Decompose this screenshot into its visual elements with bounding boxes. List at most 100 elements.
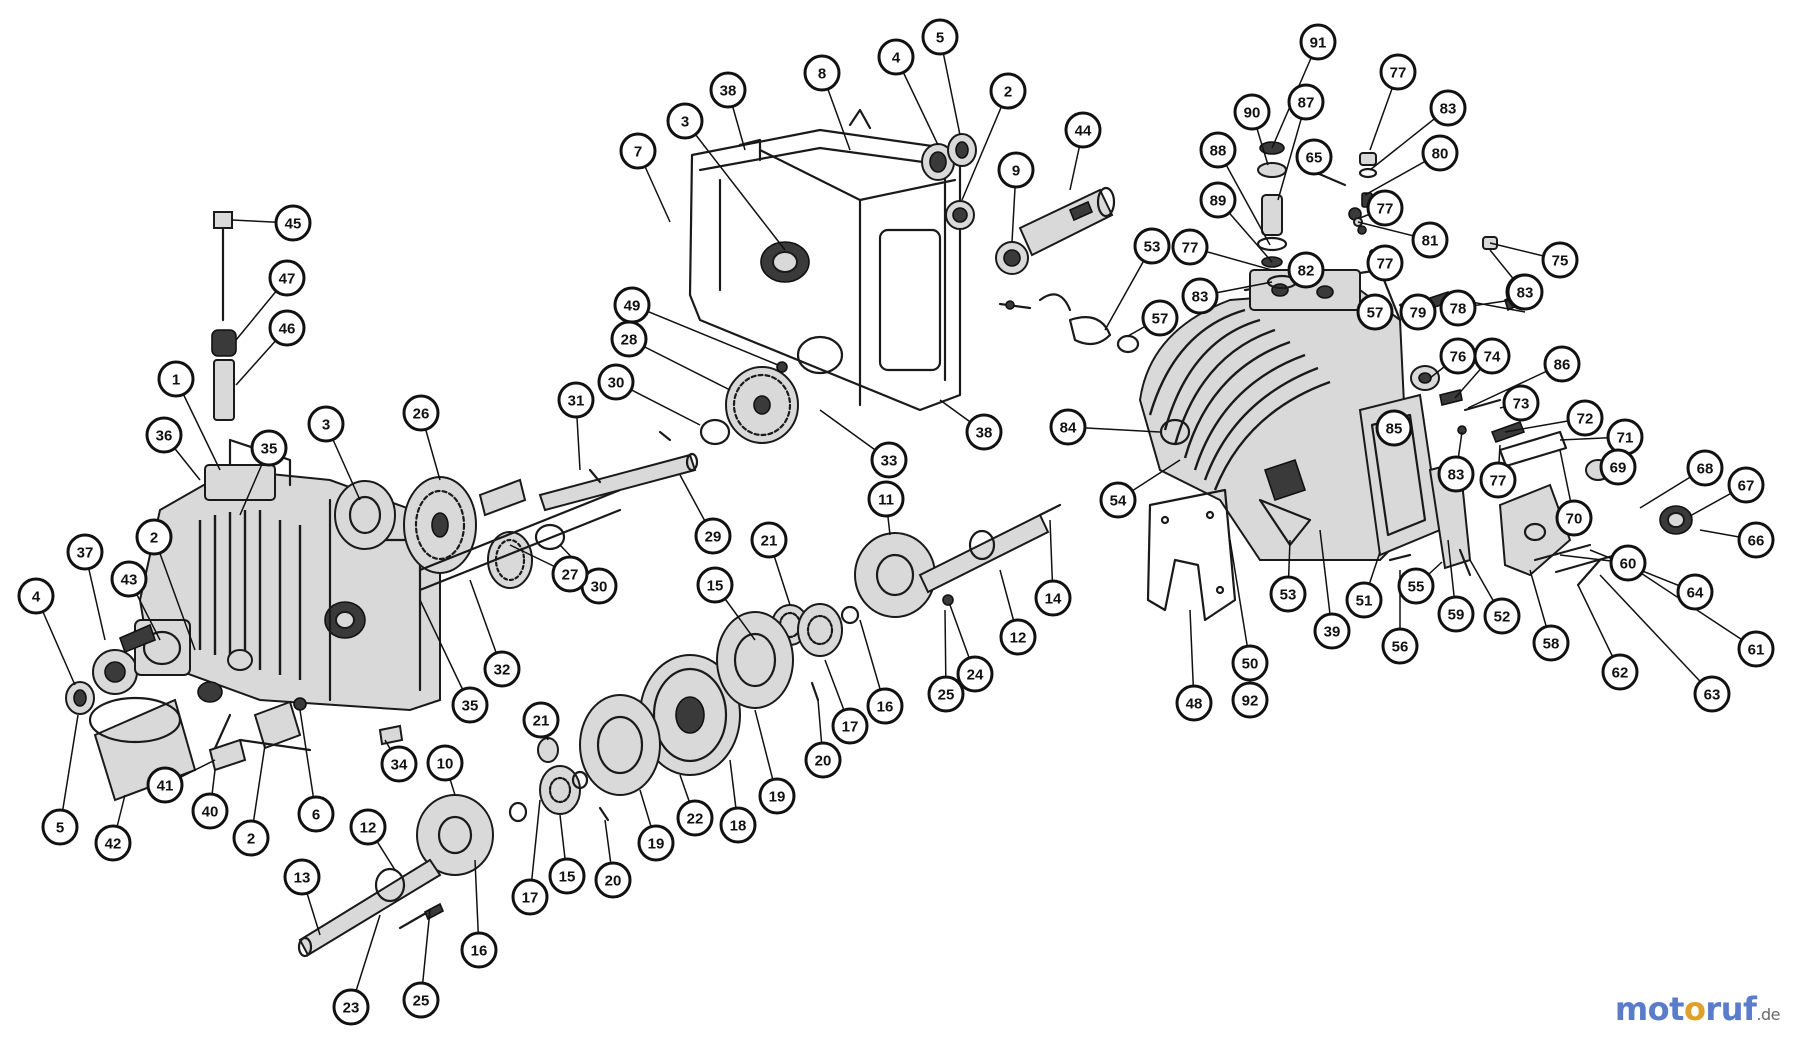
callout-circle [921, 18, 959, 56]
callout-68: 68 [1686, 449, 1724, 487]
callout-circle [250, 429, 288, 467]
callout-31: 31 [557, 381, 595, 419]
callout-14: 14 [1034, 579, 1072, 617]
cover-58-drawing [1498, 483, 1572, 577]
callout-circle [1381, 627, 1419, 665]
callout-number: 64 [1687, 585, 1704, 602]
callout-number: 76 [1450, 349, 1467, 366]
callout-circle [597, 363, 635, 401]
callout-circle [1399, 293, 1437, 331]
callout-77: 77 [1171, 228, 1209, 266]
callout-11: 11 [867, 480, 905, 518]
callout-2: 2 [232, 819, 270, 857]
callout-78: 78 [1439, 289, 1477, 327]
callout-number: 67 [1738, 478, 1755, 495]
callout-circle [426, 744, 464, 782]
callout-number: 62 [1612, 665, 1629, 682]
lower-right-rods-drawing [1388, 543, 1618, 587]
callout-19: 19 [758, 777, 796, 815]
callout-circle [1141, 299, 1179, 337]
callout-circle [110, 560, 148, 598]
callout-53: 53 [1133, 227, 1171, 265]
callout-46: 46 [268, 309, 306, 347]
callout-circle [1375, 409, 1413, 447]
callout-26: 26 [402, 394, 440, 432]
callout-circle [594, 861, 632, 899]
callout-number: 25 [938, 687, 955, 704]
callout-circle [1231, 644, 1269, 682]
callout-number: 4 [892, 50, 901, 67]
callout-circle [1609, 544, 1647, 582]
callout-circle [709, 71, 747, 109]
callout-circle [1693, 675, 1731, 713]
callout-number: 29 [705, 529, 722, 546]
callout-circle [1686, 449, 1724, 487]
callout-number: 79 [1410, 305, 1427, 322]
callout-number: 57 [1367, 305, 1384, 322]
callout-number: 5 [56, 820, 64, 837]
callout-number: 41 [157, 778, 174, 795]
callout-12: 12 [999, 618, 1037, 656]
callout-number: 50 [1242, 656, 1259, 673]
callout-85: 85 [1375, 409, 1413, 447]
callout-circle [694, 517, 732, 555]
callout-number: 1 [172, 372, 180, 389]
watermark-part4: .de [1756, 1005, 1780, 1024]
callout-70: 70 [1555, 499, 1593, 537]
callout-21: 21 [750, 521, 788, 559]
callout-number: 28 [621, 332, 638, 349]
callout-10: 10 [426, 744, 464, 782]
callout-number: 19 [769, 789, 786, 806]
callout-number: 72 [1577, 411, 1594, 428]
watermark-part2: o [1683, 990, 1706, 1028]
callout-circle [1543, 345, 1581, 383]
callout-83: 83 [1437, 455, 1475, 493]
ring-gear-drawing [579, 611, 820, 822]
callout-number: 7 [634, 144, 642, 161]
callout-circle [1483, 597, 1521, 635]
callout-number: 2 [1004, 84, 1012, 101]
callout-number: 70 [1566, 511, 1583, 528]
callout-circle [1532, 624, 1570, 662]
callout-number: 46 [279, 321, 296, 338]
callout-circle [1171, 228, 1209, 266]
callout-circle [451, 686, 489, 724]
callout-number: 15 [559, 869, 576, 886]
callout-33: 33 [870, 441, 908, 479]
output-shaft-right-drawing [840, 503, 1062, 625]
callout-circle [927, 675, 965, 713]
callout-number: 71 [1617, 430, 1634, 447]
callout-number: 40 [202, 804, 219, 821]
callout-45: 45 [274, 204, 312, 242]
callout-circle [1379, 53, 1417, 91]
callout-number: 90 [1244, 105, 1261, 122]
callout-66: 66 [1737, 521, 1775, 559]
callout-27: 27 [551, 555, 589, 593]
callout-circle [268, 309, 306, 347]
callout-circle [1295, 138, 1333, 176]
callout-8: 8 [803, 54, 841, 92]
callout-number: 77 [1377, 256, 1394, 273]
callout-circle [831, 707, 869, 745]
callout-circle [1437, 595, 1475, 633]
lower-left-fittings-drawing [208, 697, 404, 772]
callout-25: 25 [402, 981, 440, 1019]
callout-circle [637, 824, 675, 862]
callout-15: 15 [696, 566, 734, 604]
callout-circle [146, 766, 184, 804]
callout-circle [1439, 289, 1477, 327]
callout-77: 77 [1366, 244, 1404, 282]
callout-49: 49 [613, 286, 651, 324]
callout-circle [1439, 337, 1477, 375]
callout-circle [610, 320, 648, 358]
callout-60: 60 [1609, 544, 1647, 582]
callout-48: 48 [1175, 684, 1213, 722]
callout-circle [696, 566, 734, 604]
callout-circle [1429, 89, 1467, 127]
callout-53: 53 [1269, 575, 1307, 613]
callout-circle [750, 521, 788, 559]
callout-number: 17 [842, 719, 859, 736]
callout-circle [1099, 481, 1137, 519]
callout-number: 54 [1110, 493, 1127, 510]
callout-circle [41, 808, 79, 846]
